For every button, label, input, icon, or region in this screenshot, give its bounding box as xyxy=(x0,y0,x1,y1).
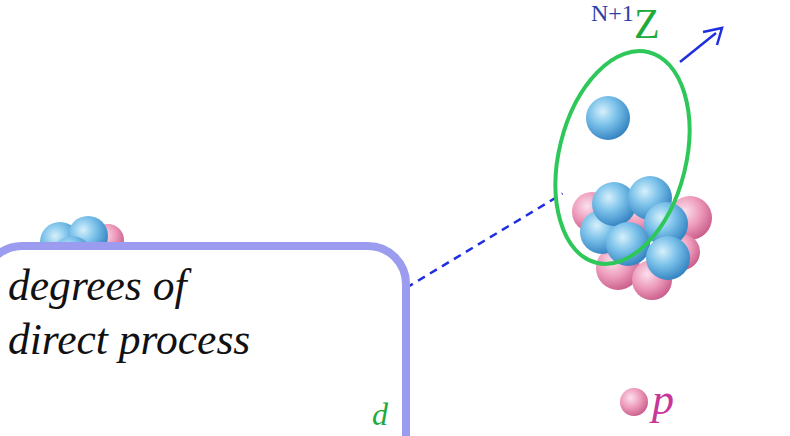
mass-number: N+1 xyxy=(591,1,634,25)
panel-text-line: degrees of xyxy=(8,258,402,312)
element-symbol: Z xyxy=(634,3,660,45)
proton-sphere xyxy=(620,388,648,416)
transfer-line xyxy=(406,194,563,288)
text-panel: degrees ofdirect process xyxy=(0,242,410,436)
emission-arrow xyxy=(680,28,722,62)
proton-label: p xyxy=(652,378,674,422)
nuclide-label: N+1Z xyxy=(591,3,660,45)
nucleus-ellipse: N+1Z xyxy=(555,45,690,270)
ellipse-outline xyxy=(555,45,690,270)
panel-text-line: direct process xyxy=(8,312,402,366)
deuteron-label: d xyxy=(372,398,388,430)
